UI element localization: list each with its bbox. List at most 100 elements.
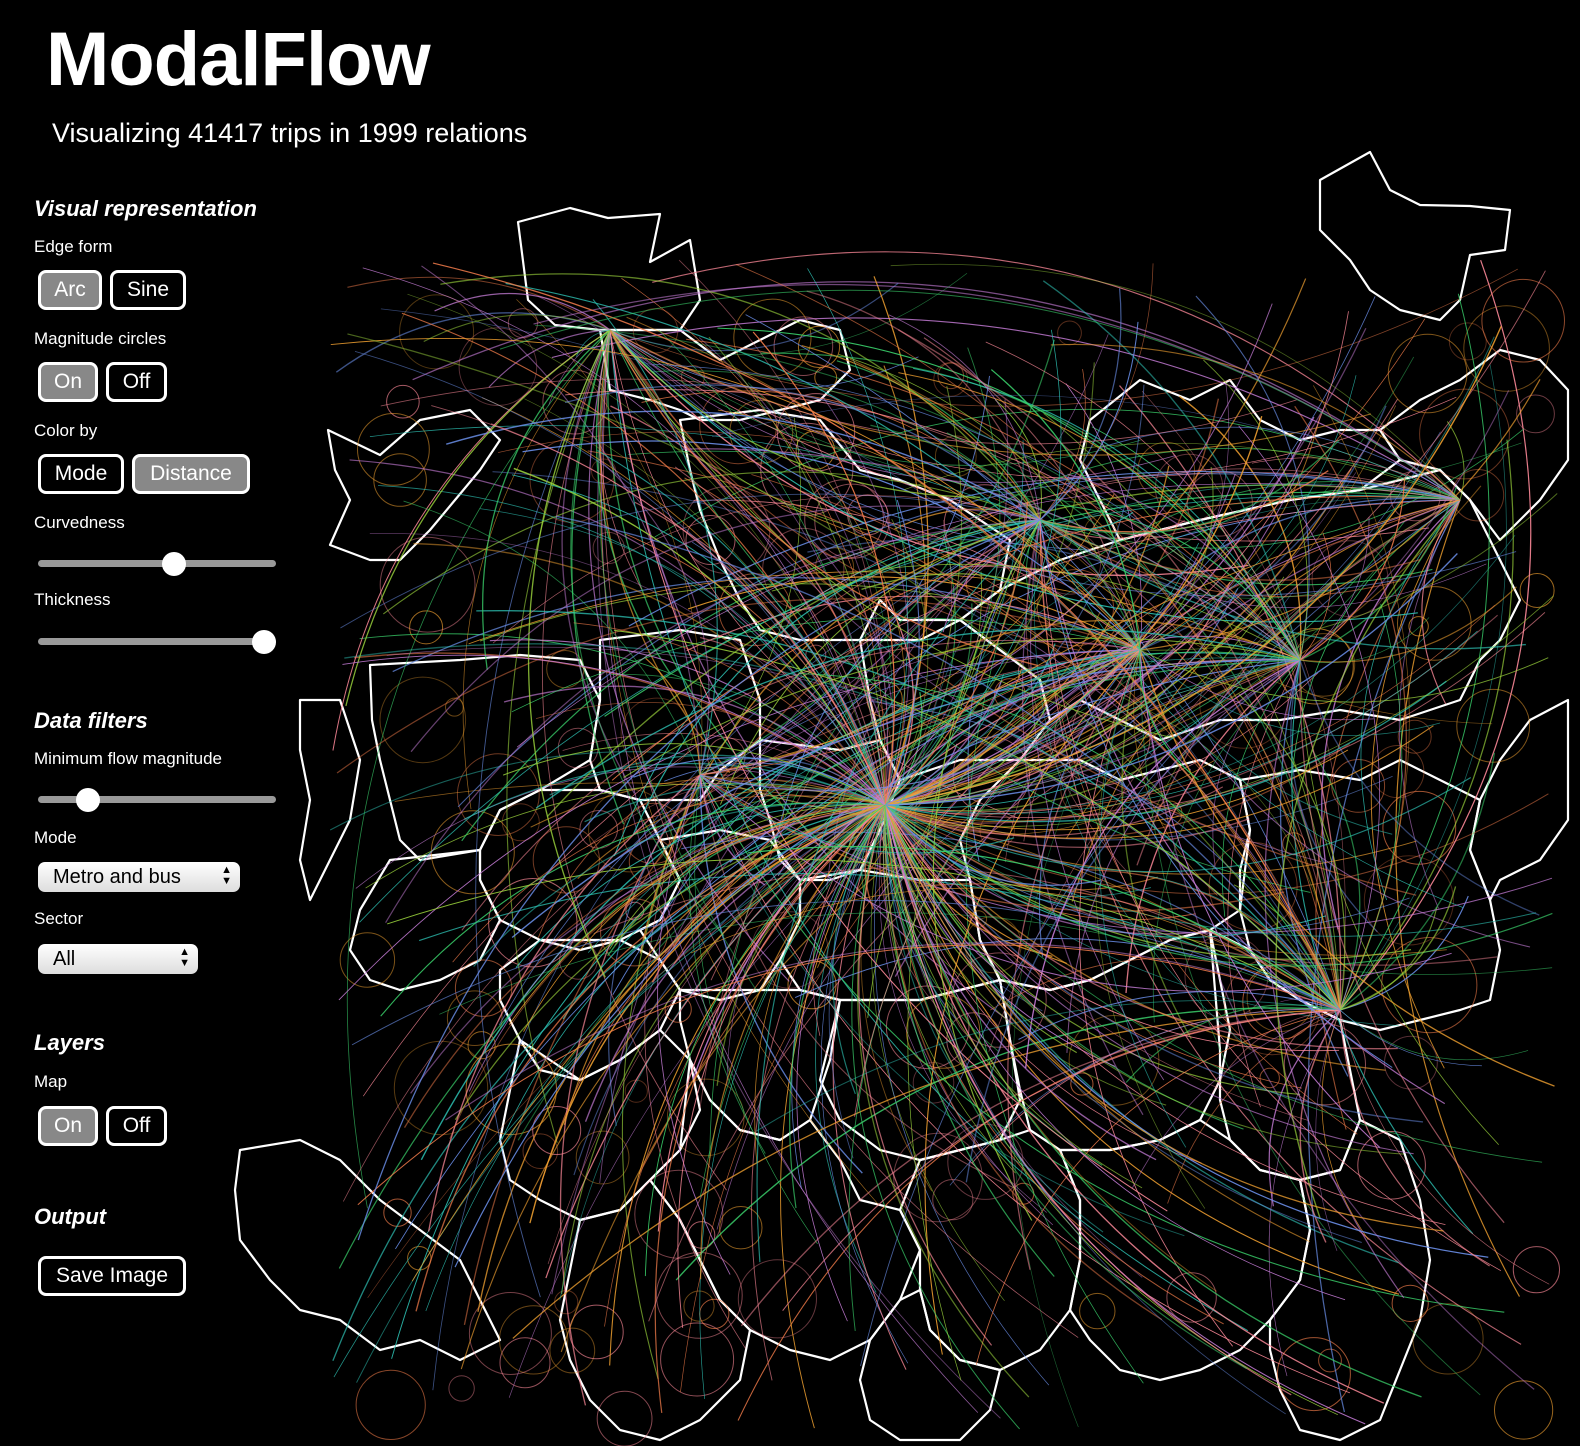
flow-arc	[1139, 649, 1381, 1148]
flow-arc	[883, 365, 926, 806]
flow-arc	[1139, 649, 1481, 1396]
flow-arc	[545, 649, 1141, 1279]
flow-arc	[884, 612, 1546, 818]
flow-arc	[884, 804, 1553, 967]
flow-arc	[647, 649, 1141, 839]
flow-arc	[1268, 1009, 1341, 1207]
flow-arc	[1139, 379, 1541, 651]
flow-arc	[674, 466, 886, 806]
magnitude-circle	[379, 536, 476, 633]
flow-arc	[657, 774, 731, 1275]
flow-arc	[1039, 519, 1446, 1105]
flow-arc	[884, 405, 1397, 806]
magnitude-circle	[456, 753, 540, 836]
flow-arc	[387, 858, 1341, 1011]
sector-select[interactable]: All ▲▼	[38, 944, 198, 974]
flow-arc	[884, 804, 1417, 875]
curvedness-slider[interactable]	[38, 552, 276, 576]
flow-arc	[609, 329, 1249, 576]
flow-arc	[975, 1009, 1341, 1365]
flow-arc	[884, 786, 1224, 837]
slider-track	[38, 638, 276, 645]
flow-arc	[884, 804, 1286, 1415]
flow-arc	[357, 519, 1041, 1241]
flow-arc	[1139, 311, 1349, 651]
flow-arc	[994, 399, 1042, 521]
curvedness-label: Curvedness	[34, 513, 125, 532]
magnitude-circles-on-button[interactable]: On	[38, 362, 98, 402]
flow-arc	[677, 804, 886, 1328]
slider-thumb[interactable]	[252, 630, 277, 654]
flow-arc	[1321, 1009, 1369, 1240]
flow-arc	[884, 804, 1424, 1123]
thickness-slider[interactable]	[38, 630, 277, 654]
magnitude-circle	[814, 483, 890, 559]
flow-arc	[1299, 659, 1500, 1145]
flow-arc	[1067, 473, 1301, 661]
flow-arc	[884, 804, 1247, 1370]
flow-arc	[884, 680, 1447, 823]
flow-lines	[329, 251, 1558, 1430]
magnitude-circle	[499, 1337, 551, 1389]
flow-arc	[884, 776, 1472, 873]
sector-select-value: All	[53, 947, 76, 970]
magnitude-circle	[1412, 1303, 1484, 1375]
slider-thumb[interactable]	[75, 788, 100, 812]
flow-arc	[1066, 659, 1301, 1053]
flow-arc	[745, 314, 1341, 1011]
flow-arc	[884, 415, 1263, 806]
flow-arc	[369, 533, 886, 806]
color-by-mode-button[interactable]: Mode	[38, 454, 124, 494]
flow-arc	[1011, 649, 1141, 1428]
flow-arc	[654, 804, 886, 1414]
flow-arc	[454, 659, 1301, 1268]
flow-arc	[492, 495, 1041, 644]
flow-arc	[1039, 519, 1522, 1345]
flow-arc	[884, 595, 914, 806]
flow-arc	[1039, 519, 1393, 1068]
flow-arc	[609, 329, 1168, 1212]
flow-arc	[884, 804, 1498, 966]
flow-arc	[884, 804, 1346, 1301]
flow-arc	[529, 804, 886, 1224]
flow-arc	[577, 789, 886, 880]
flow-arc	[609, 282, 899, 352]
color-by-distance-button[interactable]: Distance	[132, 454, 250, 494]
save-image-button[interactable]: Save Image	[38, 1256, 186, 1296]
mode-select[interactable]: Metro and bus ▲▼	[38, 862, 240, 892]
magnitude-circle	[467, 1031, 496, 1060]
magnitude-circle	[446, 990, 503, 1047]
flow-arc	[1311, 749, 1361, 1011]
flow-arc	[907, 519, 1041, 1381]
edge-form-arc-button[interactable]: Arc	[38, 270, 102, 310]
map-layer-on-button[interactable]: On	[38, 1106, 98, 1146]
flow-arc	[1395, 499, 1520, 1297]
map-layer-off-button[interactable]: Off	[106, 1106, 167, 1146]
slider-thumb[interactable]	[161, 552, 186, 576]
magnitude-circle	[1512, 1246, 1561, 1294]
flow-arc	[482, 329, 611, 670]
magnitude-circles-off-button[interactable]: Off	[106, 362, 167, 402]
magnitude-circle	[933, 362, 969, 397]
flow-arc	[657, 804, 886, 1232]
flow-arc	[1139, 649, 1535, 1390]
flow-arc	[570, 329, 725, 936]
min-flow-slider[interactable]	[38, 788, 276, 812]
flow-arc	[1235, 562, 1301, 661]
flow-arc	[884, 553, 1458, 806]
edge-form-sine-button[interactable]: Sine	[110, 270, 186, 310]
flow-arc	[535, 702, 886, 806]
flow-arc	[1280, 998, 1341, 1011]
mode-select-value: Metro and bus	[53, 865, 181, 888]
flow-arc	[1023, 649, 1141, 842]
flow-arc	[884, 328, 1367, 806]
flow-arc	[609, 329, 981, 498]
magnitude-circle	[634, 1169, 724, 1259]
flow-arc	[1238, 693, 1346, 1011]
flow-arc	[1039, 321, 1139, 521]
flow-arc	[1039, 519, 1526, 650]
flow-arc	[884, 534, 1516, 812]
flow-arc	[421, 265, 701, 776]
flow-arc	[990, 369, 1141, 651]
